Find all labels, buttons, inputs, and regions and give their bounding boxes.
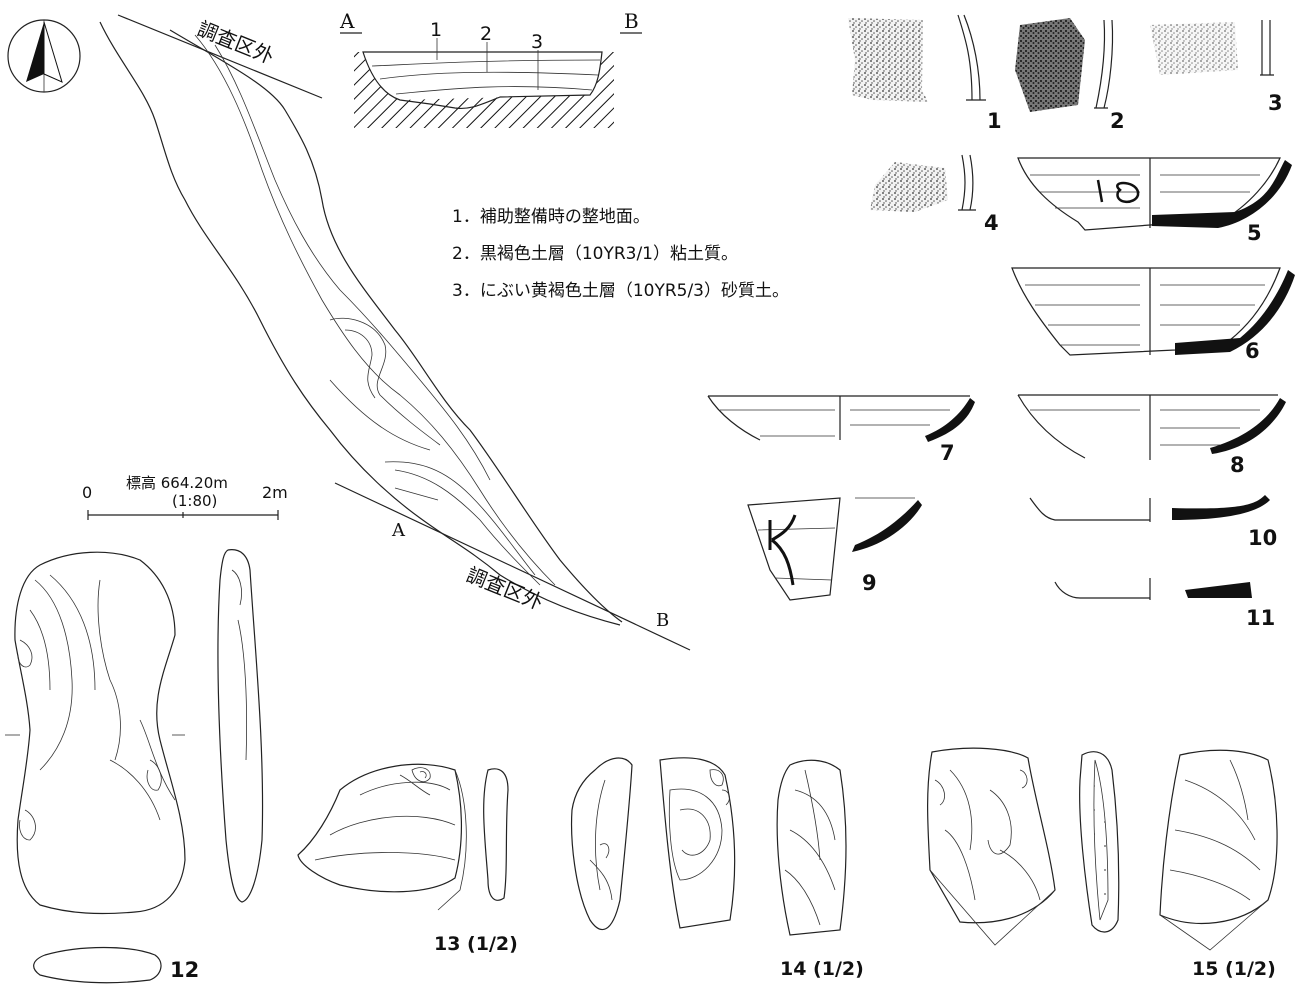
artifact-label-12: 12: [170, 958, 199, 982]
plan-label-a: A: [391, 520, 406, 541]
artifact-label-15: 15 (1/2): [1192, 958, 1276, 980]
cross-section: A B 1 2 3: [339, 9, 642, 128]
stone-tool-12: 12: [5, 549, 264, 984]
sherd-3: 3: [1150, 20, 1283, 115]
legend-item-2: 2．黒褐色土層（10YR3/1）粘土質。: [452, 244, 738, 264]
bowl-5: 5: [1017, 157, 1292, 245]
sherd-1: 1: [848, 14, 1002, 133]
blade-15: 15 (1/2): [927, 747, 1278, 980]
scale-bar: 標高 664.20m (1:80) 0 2m: [82, 474, 288, 520]
north-arrow-icon: [7, 19, 81, 93]
artifact-label-1: 1: [987, 109, 1002, 133]
section-layer-1: 1: [430, 19, 442, 41]
artifact-label-2: 2: [1110, 109, 1125, 133]
artifact-label-6: 6: [1245, 339, 1260, 363]
section-label-b: B: [624, 9, 639, 33]
artifact-label-14: 14 (1/2): [780, 958, 864, 980]
artifact-label-13: 13 (1/2): [434, 933, 518, 955]
plan-label-b: B: [656, 610, 669, 631]
bowl-8: 8: [1017, 394, 1286, 477]
base-10: 10: [1029, 495, 1277, 550]
artifact-label-4: 4: [984, 211, 999, 235]
base-11: 11: [1054, 578, 1275, 630]
scale-start: 0: [82, 483, 92, 502]
bowl-6: 6: [1011, 267, 1295, 363]
artifact-label-9: 9: [862, 571, 877, 595]
scale-end: 2m: [262, 483, 288, 502]
outside-label-top: 調査区外: [194, 16, 277, 68]
blade-14: 14 (1/2): [571, 757, 864, 980]
section-label-a: A: [339, 9, 355, 33]
scale-ratio: (1:80): [172, 492, 217, 510]
sherd-4: 4: [870, 154, 999, 235]
flake-13: 13 (1/2): [297, 763, 518, 955]
legend-item-1: 1．補助整備時の整地面。: [452, 207, 650, 227]
artifact-label-5: 5: [1247, 221, 1262, 245]
artifact-label-7: 7: [940, 441, 955, 465]
artifact-label-8: 8: [1230, 453, 1245, 477]
scale-elevation: 標高 664.20m: [126, 474, 228, 492]
artifact-label-11: 11: [1246, 606, 1275, 630]
section-layer-2: 2: [480, 23, 492, 45]
bowl-7: 7: [707, 395, 975, 465]
artifact-label-3: 3: [1268, 91, 1283, 115]
outside-label-bottom: 調査区外: [463, 562, 546, 614]
legend-item-3: 3．にぶい黄褐色土層（10YR5/3）砂質土。: [452, 281, 789, 301]
layer-legend: 1．補助整備時の整地面。 2．黒褐色土層（10YR3/1）粘土質。 3．にぶい黄…: [452, 207, 789, 301]
section-layer-3: 3: [531, 31, 543, 53]
sherd-2: 2: [1015, 18, 1125, 133]
artifact-label-10: 10: [1248, 526, 1277, 550]
sherd-9: 9: [747, 497, 922, 601]
